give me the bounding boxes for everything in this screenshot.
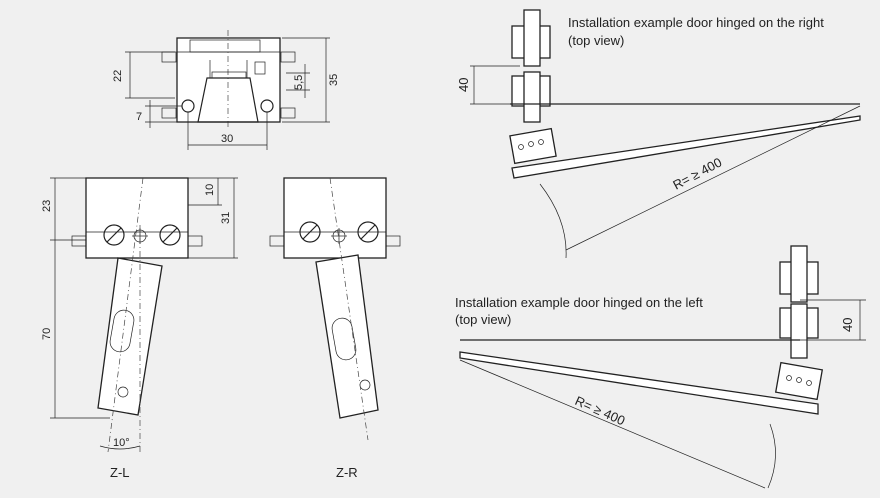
dim-right-40: 40 [456, 78, 471, 92]
install-right-subtitle: (top view) [568, 33, 624, 48]
label-zl: Z-L [110, 465, 130, 480]
top-front-view [125, 30, 330, 150]
dim-23: 23 [41, 200, 53, 212]
dim-22: 22 [112, 70, 124, 82]
dim-5-5: 5,5 [293, 75, 305, 90]
install-left-drawing [459, 245, 866, 489]
dim-35: 35 [328, 74, 340, 86]
dim-angle-10: 10° [113, 437, 130, 449]
install-left-title: Installation example door hinged on the … [455, 295, 703, 310]
dim-31: 31 [220, 212, 232, 224]
dim-10: 10 [204, 184, 216, 196]
zl-view [50, 177, 238, 453]
install-right-drawing [470, 9, 861, 259]
dim-30: 30 [221, 133, 233, 145]
install-right-title: Installation example door hinged on the … [568, 15, 824, 30]
install-left-subtitle: (top view) [455, 312, 511, 327]
label-zr: Z-R [336, 465, 358, 480]
zr-view [269, 177, 401, 441]
dim-70: 70 [41, 328, 53, 340]
dim-left-40: 40 [840, 318, 855, 332]
dim-7: 7 [136, 111, 142, 123]
